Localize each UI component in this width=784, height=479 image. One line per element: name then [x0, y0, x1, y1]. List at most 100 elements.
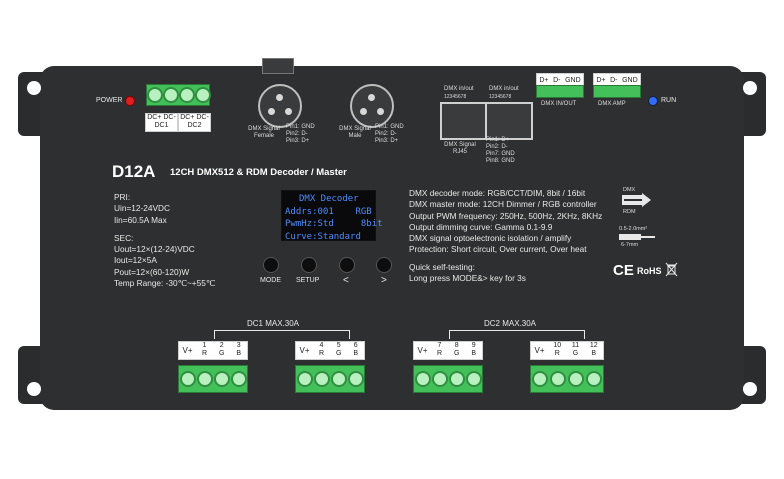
- channel-color: B: [236, 350, 242, 357]
- rj45-port-1[interactable]: [440, 102, 488, 140]
- spec-iout: Iout=12×5A: [114, 255, 157, 266]
- rj45-pin1: Pin1: D+: [486, 137, 510, 143]
- dc1-name-label: DC1: [154, 122, 169, 129]
- wire-strip-length-label: 6-7mm: [621, 242, 639, 248]
- output-terminal-1[interactable]: [178, 365, 248, 393]
- setup-button[interactable]: [301, 257, 317, 273]
- wire-strip-icon: [619, 234, 655, 240]
- feature-item: Protection: Short circuit, Over current,…: [409, 244, 587, 255]
- xlr-male-pin: [368, 94, 375, 101]
- xlr-male-pin: [377, 108, 384, 115]
- channel-color: G: [572, 350, 579, 357]
- dmx-amp-terminal[interactable]: [593, 85, 641, 98]
- dc2-input-label: DC+ DC- DC2: [178, 113, 211, 132]
- xlr-female-pinout: Pin1: GND Pin2: D- Pin3: D+: [286, 124, 315, 145]
- vplus-label: V+: [417, 346, 428, 355]
- vplus-label: V+: [182, 346, 193, 355]
- rj45-port2-pin-numbers: 12345678: [489, 94, 512, 100]
- left-button-label: <: [343, 275, 349, 286]
- power-led-icon: [125, 96, 135, 106]
- xlr-male-pinout: Pin1: GND Pin2: D- Pin3: D+: [375, 124, 404, 145]
- feature-item: Output PWM frequency: 250Hz, 500Hz, 2KHz…: [409, 210, 603, 221]
- rj45-pin2: Pin2: D-: [486, 144, 508, 150]
- dmx-inout-pin-gnd: GND: [565, 76, 581, 84]
- display-line-4: Curve:Standard: [285, 231, 361, 242]
- channel-color: R: [554, 350, 560, 357]
- dmx-logo-label: DMX: [623, 187, 636, 193]
- channel-number: 12: [589, 342, 598, 349]
- mode-button[interactable]: [263, 257, 279, 273]
- dc2-pins-label: DC+ DC-: [180, 114, 209, 121]
- xlr-female-pin: [285, 108, 292, 115]
- left-button[interactable]: [339, 257, 355, 273]
- rj45-pin8: Pin8: GND: [486, 158, 515, 164]
- dc-power-input-terminal[interactable]: [146, 84, 211, 106]
- rj45-pinout: Pin1: D+ Pin2: D- Pin7: GND Pin8: GND: [486, 137, 515, 165]
- channel-number: 9: [471, 342, 476, 349]
- ce-mark-icon: CE: [613, 262, 634, 279]
- xlr-male-connector[interactable]: [350, 84, 394, 128]
- xlr-female-pin: [276, 94, 283, 101]
- power-specifications: PRI: Uin=12-24VDC Iin=60.5A Max SEC: Uou…: [114, 192, 215, 289]
- xlr-male-title-line1: DMX Signal: [339, 126, 371, 132]
- right-button[interactable]: [376, 257, 392, 273]
- product-subtitle: 12CH DMX512 & RDM Decoder / Master: [170, 167, 347, 178]
- dmx-amp-pin-dminus: D-: [610, 76, 618, 84]
- dc1-input-label: DC+ DC- DC1: [145, 113, 178, 132]
- dmx-inout-label: DMX IN/OUT: [541, 101, 577, 107]
- feature-item: DMX decoder mode: RGB/CCT/DIM, 8bit / 16…: [409, 188, 586, 198]
- dc2-name-label: DC2: [187, 122, 202, 129]
- output-terminal-3[interactable]: [413, 365, 483, 393]
- channel-color: B: [353, 350, 359, 357]
- spec-temp: Temp Range: -30℃~+55℃: [114, 278, 216, 289]
- output-terminal-4[interactable]: [530, 365, 604, 393]
- channel-number: 10: [553, 342, 562, 349]
- channel-color: R: [201, 350, 208, 357]
- rj45-port2-label: DMX in/out: [489, 86, 519, 92]
- feature-list: DMX decoder mode: RGB/CCT/DIM, 8bit / 16…: [409, 188, 602, 256]
- vplus-label: V+: [534, 346, 545, 355]
- rohs-mark-icon: RoHS: [637, 266, 662, 276]
- dc2-bracket-line: [449, 330, 585, 339]
- mounting-hole-bottom-left: [27, 382, 41, 396]
- xlr-male-pin1: Pin1: GND: [375, 124, 404, 130]
- setup-button-label: SETUP: [296, 277, 320, 284]
- weee-bin-icon: [665, 262, 678, 277]
- xlr-male-title: DMX Signal Male: [337, 126, 373, 140]
- display-line-1: DMX Decoder: [299, 194, 359, 204]
- spec-uin: Uin=12-24VDC: [114, 203, 171, 214]
- dmx-amp-pin-dplus: D+: [596, 76, 606, 84]
- self-test-note: Quick self-testing: Long press MODE&> ke…: [409, 262, 526, 285]
- xlr-female-connector-flange: [262, 58, 294, 74]
- dmx-amp-label: DMX AMP: [598, 101, 626, 107]
- mode-button-label: MODE: [260, 277, 281, 284]
- spec-pout: Pout=12×(60-120)W: [114, 266, 190, 277]
- oled-display: DMX Decoder Addrs:001 RGB PwmHz:Std 8bit…: [281, 190, 383, 242]
- rj45-port1-label: DMX in/out: [444, 86, 474, 92]
- spec-pri: PRI:: [114, 192, 131, 202]
- channel-number: 6: [353, 342, 358, 349]
- channel-color: G: [335, 350, 342, 357]
- wire-gauge-label: 0.5-2.0mm²: [619, 226, 648, 232]
- xlr-female-title: DMX Signal Female: [246, 126, 282, 140]
- xlr-female-pin2: Pin2: D-: [286, 131, 308, 137]
- xlr-female-pin: [268, 108, 275, 115]
- right-button-label: >: [381, 275, 387, 286]
- dmx-amp-pin-gnd: GND: [622, 76, 638, 84]
- channel-number: 7: [437, 342, 442, 349]
- channel-color: G: [453, 350, 460, 357]
- channel-number: 3: [236, 342, 241, 349]
- rdm-logo-label: RDM: [623, 209, 636, 215]
- xlr-female-title-line2: Female: [253, 133, 274, 139]
- output-terminal-2[interactable]: [295, 365, 365, 393]
- rj45-port-2[interactable]: [485, 102, 533, 140]
- dmx-inout-terminal[interactable]: [536, 85, 584, 98]
- display-line-2: Addrs:001 RGB: [285, 206, 372, 217]
- spec-sec: SEC:: [114, 232, 134, 243]
- rj45-title-line1: DMX Signal: [444, 142, 476, 148]
- model-name: D12A: [112, 162, 156, 181]
- rj45-pin7: Pin7: GND: [486, 151, 515, 157]
- channel-color: R: [318, 350, 325, 357]
- xlr-female-connector[interactable]: [258, 84, 302, 128]
